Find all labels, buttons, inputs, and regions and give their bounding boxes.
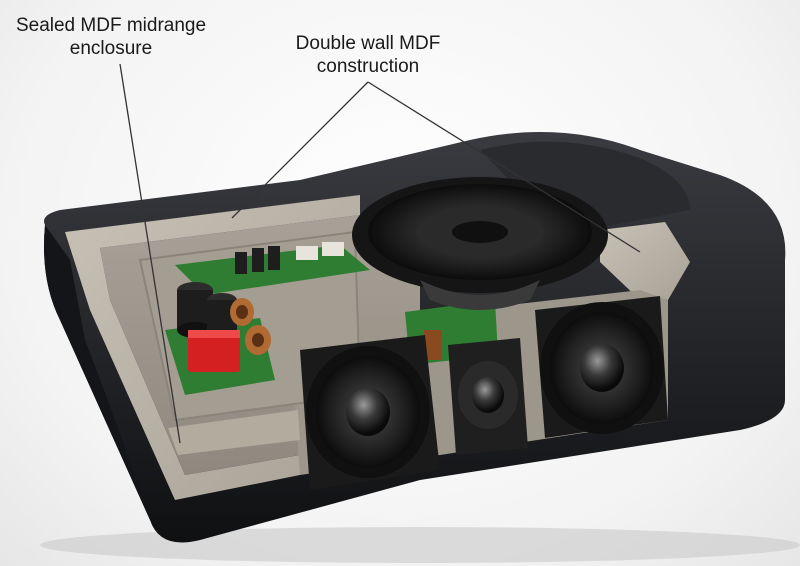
red-capacitor-top (188, 330, 240, 338)
crossover-components (235, 242, 344, 274)
cabinet-top-recess (480, 141, 690, 235)
leader-line-sealed-enclosure (119, 63, 181, 444)
callout-left-line1: Sealed MDF midrange (15, 15, 207, 36)
floor-shadow (40, 527, 800, 563)
leader-line-double-wall-1 (231, 81, 369, 219)
left-midrange-driver (300, 335, 440, 490)
right-midrange-driver (535, 296, 668, 438)
tweeter-driver (448, 338, 528, 455)
callout-double-wall-construction: Double wall MDF construction (268, 32, 468, 78)
cabinet-left-side (44, 225, 150, 520)
tweeter-inductor (424, 330, 442, 360)
callout-left-line2: enclosure (69, 38, 153, 59)
callout-leader-lines (119, 63, 641, 444)
leader-line-double-wall-2 (367, 81, 641, 253)
midrange-box-inner-wall (168, 410, 300, 455)
inductor-coils (230, 298, 271, 355)
mdf-outer-wall (65, 195, 360, 500)
callout-sealed-midrange-enclosure: Sealed MDF midrange enclosure (6, 14, 216, 60)
callout-right-line1: Double wall MDF (295, 33, 441, 54)
callout-right-line2: construction (316, 56, 420, 77)
red-capacitor (188, 330, 240, 372)
woofer-driver (352, 177, 608, 310)
